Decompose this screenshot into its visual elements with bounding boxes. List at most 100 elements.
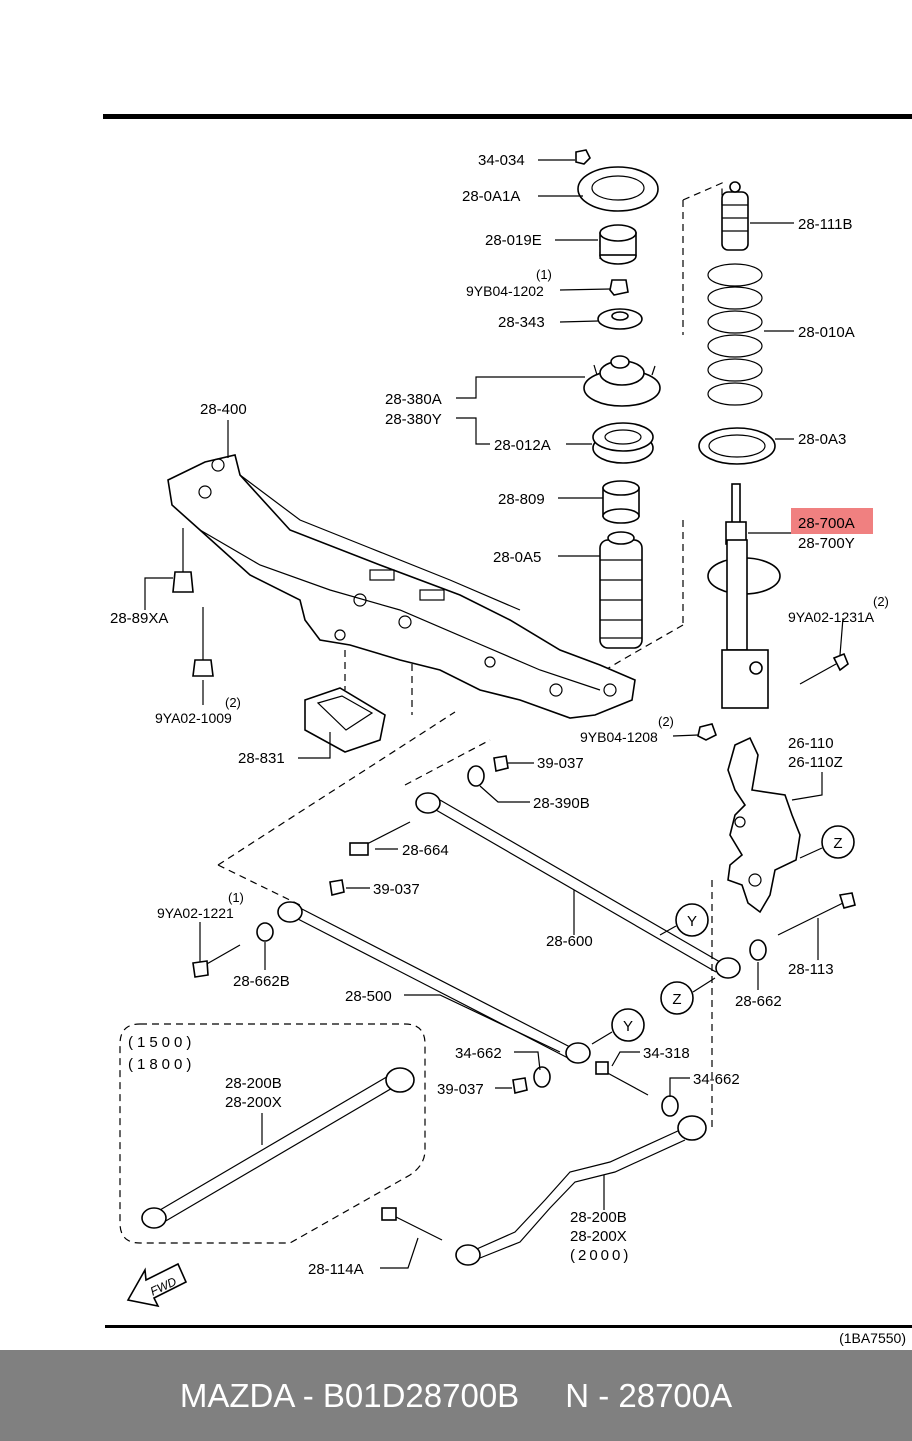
- label-28-114A: 28-114A: [308, 1261, 364, 1278]
- label-28-89XA: 28-89XA: [110, 610, 168, 627]
- label-28-700A: 28-700A: [798, 515, 855, 532]
- bump-stop-28-111B: [721, 181, 749, 251]
- label-9YA02-1221: 9YA02-1221: [157, 905, 234, 921]
- ref-circle-z-lower: Z: [660, 981, 694, 1015]
- bolt-9YA02-1231A: [799, 652, 849, 685]
- spring-seat-28-0A3: [698, 427, 776, 465]
- boot-28-0A5: [599, 531, 643, 649]
- label-9YA02-1009: 9YA02-1009: [155, 710, 232, 726]
- label-28-380Y: 28-380Y: [385, 411, 442, 428]
- label-28-664: 28-664: [402, 842, 449, 859]
- label-34-034: 34-034: [478, 152, 525, 169]
- label-28-0A3: 28-0A3: [798, 431, 846, 448]
- label-qty-1: (1): [536, 267, 552, 282]
- label-28-200B: 28-200B: [570, 1209, 627, 1226]
- bumper-28-809: [602, 480, 640, 524]
- crossmember-28-400: [167, 454, 636, 719]
- label-28-0A5: 28-0A5: [493, 549, 541, 566]
- label-1500: (1500): [128, 1034, 195, 1051]
- insulator-28-0A1A: [577, 166, 659, 212]
- label-34-662: 34-662: [455, 1045, 502, 1062]
- dashed-line: [404, 739, 491, 786]
- label-28-662B: 28-662B: [233, 973, 290, 990]
- label-28-200B: 28-200B: [225, 1075, 282, 1092]
- bolt-28-114A: [381, 1207, 443, 1241]
- bolt-28-113: [777, 892, 856, 936]
- strut-28-700A: [707, 483, 781, 709]
- link-28-200B-lower: [455, 1115, 707, 1266]
- label-28-390B: 28-390B: [533, 795, 590, 812]
- dashed-group-box: [119, 1023, 426, 1244]
- bolt-9YA02-1221: [192, 944, 241, 978]
- footer-part-number: N - 28700A: [565, 1376, 733, 1414]
- label-28-200X: 28-200X: [570, 1228, 627, 1245]
- nut-34-034: [575, 149, 591, 165]
- label-28-012A: 28-012A: [494, 437, 551, 454]
- bolt-28-89XA: [172, 528, 194, 593]
- footer-bar: MAZDA - B01D28700B N - 28700A: [0, 1350, 912, 1441]
- part-labels: 34-034 28-0A1A 28-019E (1) 9YB04-1202 28…: [110, 152, 889, 1278]
- label-28-113: 28-113: [788, 961, 834, 978]
- fwd-arrow-icon: FWD: [126, 1262, 188, 1308]
- label-26-110: 26-110: [788, 735, 834, 752]
- nut-9YB04-1202: [609, 279, 629, 296]
- svg-text:Y: Y: [687, 913, 697, 930]
- highlight-28-700A: [791, 508, 873, 534]
- label-9YB04-1208: 9YB04-1208: [580, 729, 658, 745]
- footer-brand-part: MAZDA - B01D28700B: [179, 1376, 520, 1414]
- top-rule: [103, 114, 912, 119]
- label-39-037: 39-037: [373, 881, 420, 898]
- bolt-9YA02-1009: [192, 607, 214, 677]
- bolt-34-318: [595, 1061, 649, 1096]
- label-qty-1: (1): [228, 890, 244, 905]
- catalog-code: (1BA7550): [839, 1330, 906, 1346]
- leader-lines: [144, 159, 844, 1269]
- bumper-28-019E: [599, 224, 637, 265]
- label-28-380A: 28-380A: [385, 391, 442, 408]
- link-28-600: [415, 792, 741, 979]
- label-9YB04-1202: 9YB04-1202: [466, 283, 544, 299]
- label-28-200X: 28-200X: [225, 1094, 282, 1111]
- dashed-frame-spring: [682, 182, 723, 205]
- ref-circle-z-upper: Z: [821, 825, 855, 859]
- knuckle-26-110: [727, 736, 801, 914]
- dashed-line: [217, 864, 301, 906]
- label-qty-2: (2): [225, 695, 241, 710]
- svg-text:Y: Y: [623, 1018, 633, 1035]
- link-28-200B-boxed: [141, 1067, 415, 1229]
- svg-text:Z: Z: [833, 835, 842, 852]
- label-28-500: 28-500: [345, 988, 392, 1005]
- pad-28-831: [304, 687, 386, 753]
- label-28-809: 28-809: [498, 491, 545, 508]
- bottom-rule: [105, 1325, 912, 1328]
- ref-circle-y-upper: Y: [675, 903, 709, 937]
- nut-9YB04-1208: [697, 723, 717, 741]
- label-qty-2: (2): [658, 714, 674, 729]
- label-34-318: 34-318: [643, 1045, 690, 1062]
- label-39-037: 39-037: [437, 1081, 484, 1098]
- svg-text:Z: Z: [672, 991, 681, 1008]
- label-28-010A: 28-010A: [798, 324, 855, 341]
- label-qty-2: (2): [873, 594, 889, 609]
- label-34-662: 34-662: [693, 1071, 740, 1088]
- label-28-662: 28-662: [735, 993, 782, 1010]
- washers-and-nuts: [256, 755, 767, 1117]
- label-28-343: 28-343: [498, 314, 545, 331]
- label-9YA02-1231A: 9YA02-1231A: [788, 609, 875, 625]
- label-28-831: 28-831: [238, 750, 285, 767]
- label-1800: (1800): [128, 1056, 195, 1073]
- label-28-700Y: 28-700Y: [798, 535, 855, 552]
- washer-28-343: [597, 308, 643, 330]
- ref-circle-y-lower: Y: [611, 1008, 645, 1042]
- label-28-400: 28-400: [200, 401, 247, 418]
- mount-28-380A: [583, 355, 661, 407]
- label-26-110Z: 26-110Z: [788, 754, 843, 771]
- label-28-019E: 28-019E: [485, 232, 542, 249]
- coil-spring-28-010A: [707, 263, 763, 406]
- seat-28-012A: [592, 422, 654, 464]
- bolt-28-664: [349, 821, 411, 856]
- label-28-0A1A: 28-0A1A: [462, 188, 520, 205]
- label-28-600: 28-600: [546, 933, 593, 950]
- link-28-500: [277, 901, 591, 1064]
- exploded-parts-diagram: Z Y Z Y: [110, 149, 889, 1308]
